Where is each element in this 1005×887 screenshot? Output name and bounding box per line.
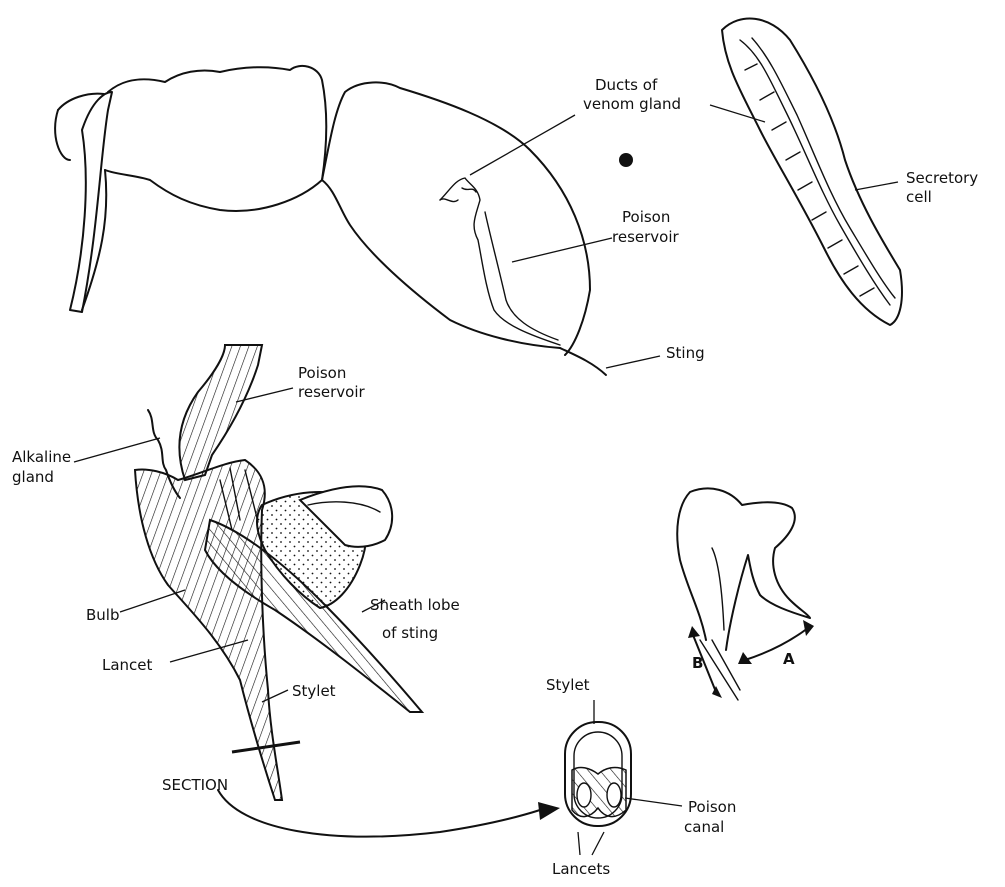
label-sheath-line2: of sting [382,624,438,642]
label-ducts-line2: venom gland [583,95,681,113]
dark-spot [619,153,633,167]
cross-section [565,722,631,826]
label-lancets: Lancets [552,860,610,878]
label-ducts-line1: Ducts of [595,76,658,94]
label-reservoir-mid-line2: reservoir [298,383,365,401]
label-arrow-a: A [783,650,795,668]
label-section: SECTION [162,776,228,794]
label-poison-canal-line1: Poison [688,798,736,816]
label-bulb: Bulb [86,606,120,624]
label-reservoir-mid-line1: Poison [298,364,346,382]
label-poison-canal-line2: canal [684,818,724,836]
label-lancet: Lancet [102,656,153,674]
leader-lines-top [470,105,898,368]
label-reservoir-top-line2: reservoir [612,228,679,246]
label-reservoir-top-line1: Poison [622,208,670,226]
label-arrow-b: B [692,654,703,672]
ant-body-outline [55,66,606,375]
label-stylet-section: Stylet [546,676,590,694]
label-secretory-line1: Secretory [906,169,978,187]
sting-apparatus [135,345,560,837]
label-stylet-mid: Stylet [292,682,336,700]
label-sheath-line1: Sheath lobe [370,596,460,614]
label-sting: Sting [666,344,705,362]
label-alkaline-line2: gland [12,468,54,486]
label-secretory-line2: cell [906,188,932,206]
label-alkaline-line1: Alkaline [12,448,71,466]
venom-gland-duct-detail [619,19,902,325]
